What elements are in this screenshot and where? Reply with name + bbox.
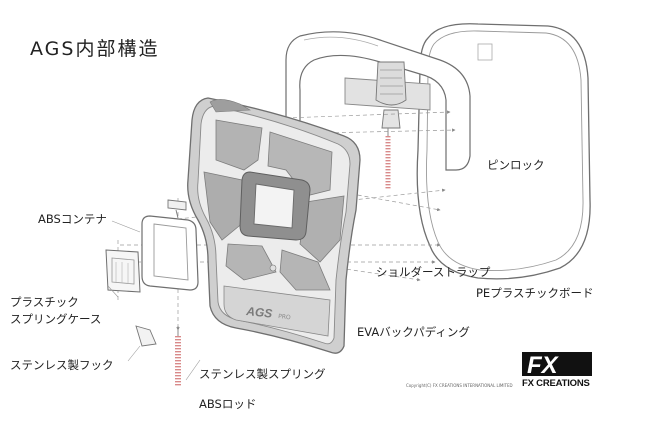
brand-block: FX CREATIONS [522, 377, 602, 389]
label-stainless-hook: ステンレス製フック [10, 358, 114, 372]
label-pin-lock: ピンロック [487, 158, 545, 172]
stainless-hook [135, 325, 157, 347]
brand-name: FX CREATIONS [522, 378, 590, 389]
fx-logo-mark: FX [527, 352, 560, 379]
label-eva-padding: EVAバックパディング [357, 325, 470, 339]
label-abs-rod: ABSロッド [199, 397, 257, 411]
label-leader-lines [107, 220, 201, 381]
plastic-spring-case [105, 249, 141, 293]
shoulder-buckle [375, 61, 407, 129]
pad-logo-ags: AGS [245, 304, 273, 321]
label-pe-plastic-board: PEプラスチックボード [476, 286, 594, 300]
label-stainless-spring: ステンレス製スプリング [199, 367, 326, 381]
abs-container [141, 199, 199, 291]
eva-back-padding: AGS PRO [187, 97, 361, 354]
pin-lock-slot-icon [477, 43, 493, 61]
label-abs-container: ABSコンテナ [38, 212, 107, 226]
label-plastic-case-line2: スプリングケース [10, 312, 102, 326]
copyright-text: Copyright(C) FX CREATIONS INTERNATIONAL … [406, 383, 513, 388]
pad-logo-pro: PRO [278, 313, 291, 321]
fx-logo-icon: FX [522, 352, 592, 379]
page-title: AGS内部構造 [30, 38, 160, 60]
label-shoulder-strap: ショルダーストラップ [376, 265, 491, 279]
label-plastic-case-line1: プラスチック [10, 295, 79, 309]
